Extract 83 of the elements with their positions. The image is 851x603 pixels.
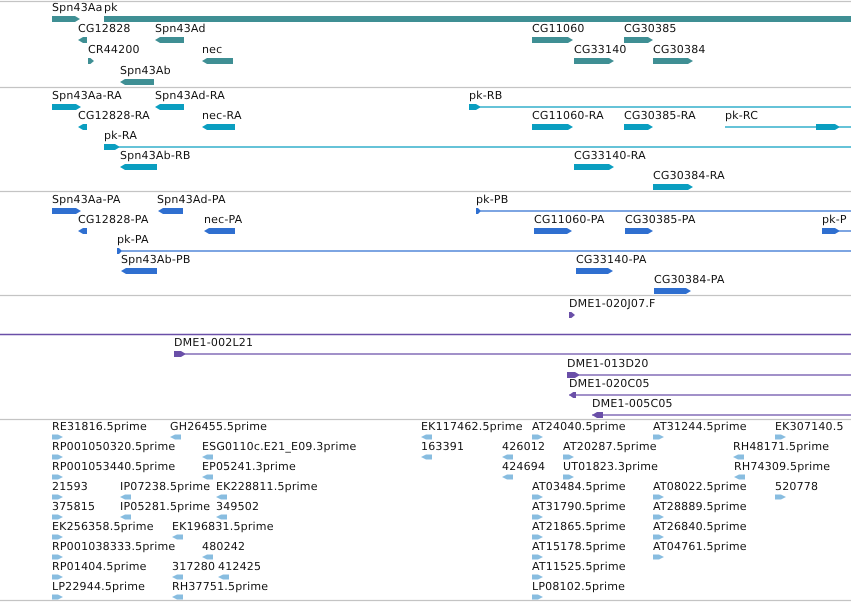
- feature-label: Spn43Ad-RA: [155, 89, 225, 102]
- feature-label: DME1-020C05: [569, 377, 650, 390]
- feature-label: pk-RC: [725, 109, 758, 122]
- feature-label: AT26840.5prime: [653, 520, 747, 533]
- feature-label: CR44200: [88, 43, 140, 56]
- feature-label: nec: [202, 43, 222, 56]
- feature-label: CG33140-PA: [576, 253, 647, 266]
- feature-label: RE31816.5prime: [52, 420, 147, 433]
- feature-label: pk-PB: [476, 193, 509, 206]
- feature-label: pk-RB: [469, 89, 503, 102]
- feature-label: EP05241.3prime: [202, 460, 296, 473]
- feature-label: pk-P: [822, 213, 847, 226]
- feature-label: CG11060: [532, 22, 585, 35]
- feature-label: IP07238.5prime: [120, 480, 210, 493]
- feature-label: Spn43Ad-PA: [157, 193, 226, 206]
- feature-label: AT03484.5prime: [532, 480, 626, 493]
- feature-label: Spn43Ad: [155, 22, 206, 35]
- feature-label: 375815: [52, 500, 96, 513]
- feature-label: CG33140: [574, 43, 627, 56]
- feature-label: AT24040.5prime: [532, 420, 626, 433]
- feature-label: 21593: [52, 480, 88, 493]
- feature-label: 480242: [202, 540, 246, 553]
- feature-label: LP22944.5prime: [52, 580, 146, 593]
- feature-label: EK256358.5prime: [52, 520, 154, 533]
- feature-label: CG12828: [78, 22, 131, 35]
- feature-label: AT08022.5prime: [653, 480, 747, 493]
- feature-label: UT01823.3prime: [563, 460, 658, 473]
- feature-label: EK196831.5prime: [172, 520, 274, 533]
- feature-label: ESG0110c.E21_E09.3prime: [202, 440, 357, 453]
- feature-label: RP01404.5prime: [52, 560, 147, 573]
- feature-label: AT31790.5prime: [532, 500, 626, 513]
- feature-label: pk: [104, 1, 118, 14]
- feature-label: DME1-002L21: [174, 336, 254, 349]
- feature-label: Spn43Ab: [120, 64, 171, 77]
- feature-label: AT11525.5prime: [532, 560, 626, 573]
- feature-label: CG12828-PA: [78, 213, 149, 226]
- feature-label: Spn43Aa: [52, 1, 103, 14]
- feature-label: CG30385-PA: [625, 213, 696, 226]
- feature-label: CG33140-RA: [574, 149, 646, 162]
- feature-label: nec-PA: [204, 213, 242, 226]
- feature-label: GH26455.5prime: [170, 420, 268, 433]
- feature-label: DME1-013D20: [567, 357, 649, 370]
- feature-label: 317280: [172, 560, 216, 573]
- feature-label: nec-RA: [202, 109, 242, 122]
- feature-label: CG30384-PA: [654, 273, 725, 286]
- feature-label: CG30385: [624, 22, 677, 35]
- feature-label: IP05281.5prime: [120, 500, 210, 513]
- feature-label: Spn43Aa-RA: [52, 89, 122, 102]
- feature-label: Spn43Ab-PB: [121, 253, 191, 266]
- feature-label: 424694: [502, 460, 546, 473]
- feature-label: Spn43Aa-PA: [52, 193, 121, 206]
- feature-label: pk-PA: [117, 233, 149, 246]
- feature-label: RH74309.5prime: [734, 460, 830, 473]
- feature-label: RP001053440.5prime: [52, 460, 176, 473]
- feature-label: RH37751.5prime: [172, 580, 268, 593]
- feature-label: CG30384-RA: [653, 169, 725, 182]
- feature-label: 412425: [218, 560, 262, 573]
- feature-label: RH48171.5prime: [733, 440, 830, 453]
- feature-label: AT15178.5prime: [532, 540, 626, 553]
- feature-label: AT20287.5prime: [563, 440, 657, 453]
- feature-label: AT21865.5prime: [532, 520, 626, 533]
- feature-label: EK228811.5prime: [216, 480, 318, 493]
- feature-label: 163391: [421, 440, 464, 453]
- feature-label: 520778: [775, 480, 818, 493]
- feature-label: pk-RA: [104, 129, 138, 142]
- feature-label: CG12828-RA: [78, 109, 150, 122]
- feature-label: 426012: [502, 440, 546, 453]
- feature-label: EK117462.5prime: [421, 420, 523, 433]
- feature-label: AT04761.5prime: [653, 540, 747, 553]
- feature-label: Spn43Ab-RB: [120, 149, 191, 162]
- feature-label: CG11060-RA: [532, 109, 604, 122]
- feature-label: LP08102.5prime: [532, 580, 626, 593]
- feature-label: CG11060-PA: [534, 213, 605, 226]
- feature-label: EK307140.5: [775, 420, 844, 433]
- feature-label: 349502: [216, 500, 260, 513]
- feature-label: CG30384: [653, 43, 706, 56]
- feature-label: DME1-005C05: [592, 397, 673, 410]
- feature-label: AT31244.5prime: [653, 420, 747, 433]
- feature-label: RP001050320.5prime: [52, 440, 176, 453]
- feature-label: AT28889.5prime: [653, 500, 747, 513]
- feature-label: DME1-020J07.F: [569, 297, 656, 310]
- feature-label: CG30385-RA: [624, 109, 696, 122]
- feature-label: RP001038333.5prime: [52, 540, 176, 553]
